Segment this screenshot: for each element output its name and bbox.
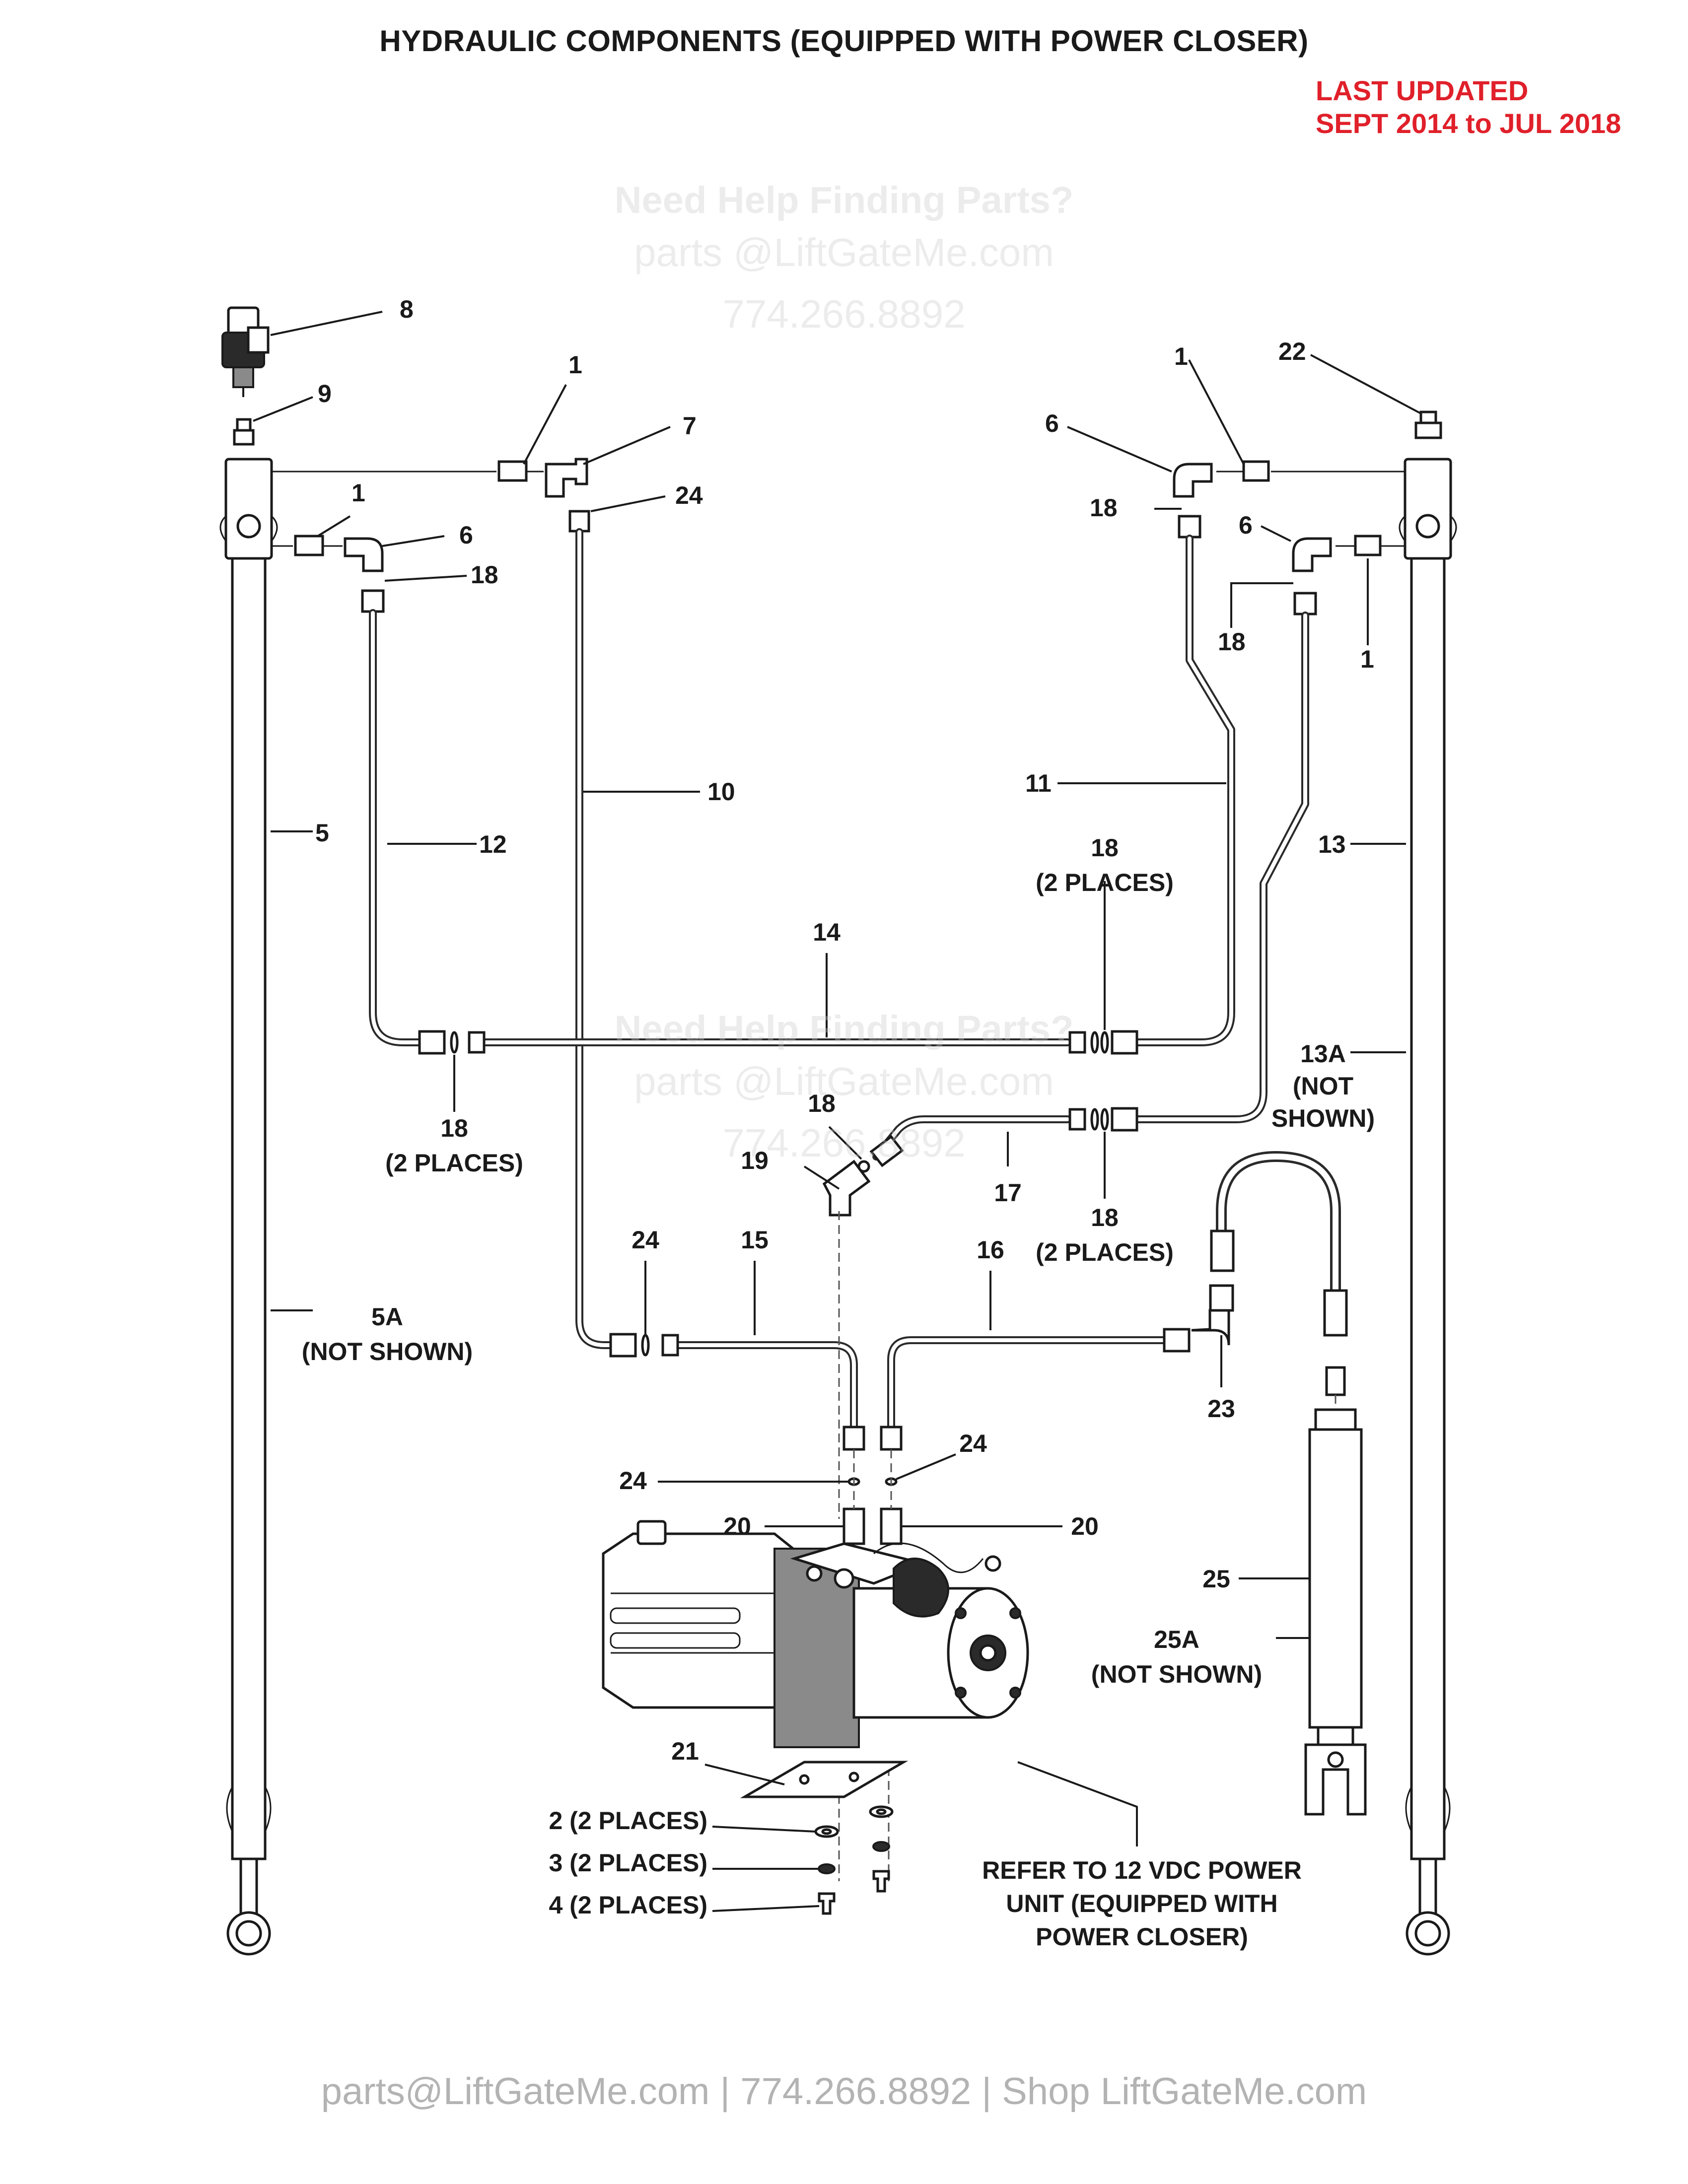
callout-7: 7 xyxy=(683,412,697,440)
callout-2places-right: (2 PLACES) xyxy=(1036,1238,1174,1266)
last-updated-note: LAST UPDATED SEPT 2014 to JUL 2018 xyxy=(1316,74,1621,140)
elbow-6-right-mid xyxy=(1292,537,1332,572)
leader-lines xyxy=(253,311,1420,1912)
callout-20-left: 20 xyxy=(723,1512,751,1540)
callout-18-mid: 18 xyxy=(808,1090,836,1117)
callout-5a: 5A xyxy=(371,1303,403,1331)
fitting-18-left xyxy=(361,589,385,613)
callout-14: 14 xyxy=(813,918,841,946)
breather-22 xyxy=(1414,410,1442,439)
callout-8: 8 xyxy=(400,295,414,323)
callout-1-right-mid: 1 xyxy=(1360,645,1374,673)
callout-9: 9 xyxy=(318,380,332,408)
mounting-hardware xyxy=(814,1805,894,1915)
right-cylinder xyxy=(1399,458,1457,1956)
fitting-9 xyxy=(233,418,255,446)
callout-18-left: 18 xyxy=(471,561,498,589)
watermark-heading: Need Help Finding Parts? xyxy=(614,179,1074,221)
callout-2places-upper: (2 PLACES) xyxy=(1036,869,1174,896)
callout-18-right-mid: 18 xyxy=(1218,628,1246,656)
bracket-21 xyxy=(740,1761,909,1798)
elbow-6-left xyxy=(344,537,384,572)
watermark-phone: 774.266.8892 xyxy=(722,292,966,336)
callout-13a-not: (NOT xyxy=(1293,1072,1353,1100)
callout-24-top: 24 xyxy=(675,481,703,509)
callout-4: 4 (2 PLACES) xyxy=(549,1891,707,1919)
callout-12: 12 xyxy=(479,830,507,858)
callout-6-left: 6 xyxy=(459,521,473,549)
callout-20-right: 20 xyxy=(1071,1512,1099,1540)
callout-5: 5 xyxy=(315,819,329,847)
callout-6-right-top: 6 xyxy=(1045,410,1059,437)
callout-19: 19 xyxy=(741,1147,769,1174)
fitting-18-right-top xyxy=(1178,515,1201,539)
callout-16: 16 xyxy=(977,1236,1004,1264)
last-updated-label: LAST UPDATED xyxy=(1316,75,1529,106)
callout-10: 10 xyxy=(707,778,735,806)
callout-18-right-top: 18 xyxy=(1090,494,1118,522)
callout-2: 2 (2 PLACES) xyxy=(549,1807,707,1835)
tee-7 xyxy=(545,458,588,498)
power-unit xyxy=(602,1520,1029,1748)
elbow-6-right-top xyxy=(1173,463,1213,498)
refer-note-line1: REFER TO 12 VDC POWER xyxy=(982,1856,1302,1884)
callout-18-2p-left: 18 xyxy=(440,1114,468,1142)
callout-3: 3 (2 PLACES) xyxy=(549,1849,707,1877)
footer-contact: parts@LiftGateMe.com | 774.266.8892 | Sh… xyxy=(321,2070,1367,2113)
callout-25a-not-shown: (NOT SHOWN) xyxy=(1091,1660,1262,1688)
callout-22: 22 xyxy=(1278,338,1306,365)
refer-note-line3: POWER CLOSER) xyxy=(1036,1923,1248,1951)
watermark-phone-2: 774.266.8892 xyxy=(722,1121,966,1165)
callout-13: 13 xyxy=(1318,830,1346,858)
callout-labels: 8 9 1 7 24 1 6 18 1 22 6 18 6 18 1 5 12 … xyxy=(302,295,1375,1951)
callout-17: 17 xyxy=(994,1179,1022,1207)
callout-1-left: 1 xyxy=(352,479,365,507)
callout-25a: 25A xyxy=(1154,1626,1199,1653)
callout-15: 15 xyxy=(741,1226,769,1254)
refer-note-line2: UNIT (EQUIPPED WITH xyxy=(1006,1890,1277,1917)
watermark-email: parts @LiftGateMe.com xyxy=(634,230,1054,274)
last-updated-range: SEPT 2014 to JUL 2018 xyxy=(1316,108,1621,139)
solenoid-valve xyxy=(221,306,270,397)
callout-25: 25 xyxy=(1202,1565,1230,1593)
callout-1-center: 1 xyxy=(568,351,582,379)
callout-24-left: 24 xyxy=(632,1226,659,1254)
fitting-1-right-top xyxy=(1242,460,1270,482)
callout-18-2p-upper: 18 xyxy=(1091,834,1119,862)
left-cylinder xyxy=(219,458,278,1956)
callout-24-pump-right: 24 xyxy=(959,1430,987,1457)
closer-cylinder xyxy=(1304,1408,1367,1816)
callout-13a-shown: SHOWN) xyxy=(1271,1104,1375,1132)
watermark-heading-2: Need Help Finding Parts? xyxy=(614,1008,1074,1050)
callout-24-pump-left: 24 xyxy=(619,1467,647,1495)
callout-21: 21 xyxy=(671,1737,699,1765)
callout-18-2p-right: 18 xyxy=(1091,1204,1119,1231)
callout-13a: 13A xyxy=(1300,1040,1346,1068)
callout-2places-left: (2 PLACES) xyxy=(385,1149,523,1177)
callout-5a-not-shown: (NOT SHOWN) xyxy=(302,1338,473,1365)
callout-1-right-top: 1 xyxy=(1174,342,1188,370)
watermark-center: Need Help Finding Parts? parts @LiftGate… xyxy=(0,1008,1688,1174)
watermark-email-2: parts @LiftGateMe.com xyxy=(634,1059,1054,1103)
page-title: HYDRAULIC COMPONENTS (EQUIPPED WITH POWE… xyxy=(379,24,1309,58)
fitting-1-center xyxy=(497,460,528,482)
callout-6-right-mid: 6 xyxy=(1239,511,1253,539)
fitting-18-right-mid xyxy=(1293,592,1317,615)
callout-23: 23 xyxy=(1207,1395,1235,1423)
fitting-1-right-mid xyxy=(1354,535,1382,556)
fitting-1-left xyxy=(294,535,324,556)
callout-11: 11 xyxy=(1025,769,1052,797)
watermark-top: Need Help Finding Parts? parts @LiftGate… xyxy=(0,179,1688,345)
